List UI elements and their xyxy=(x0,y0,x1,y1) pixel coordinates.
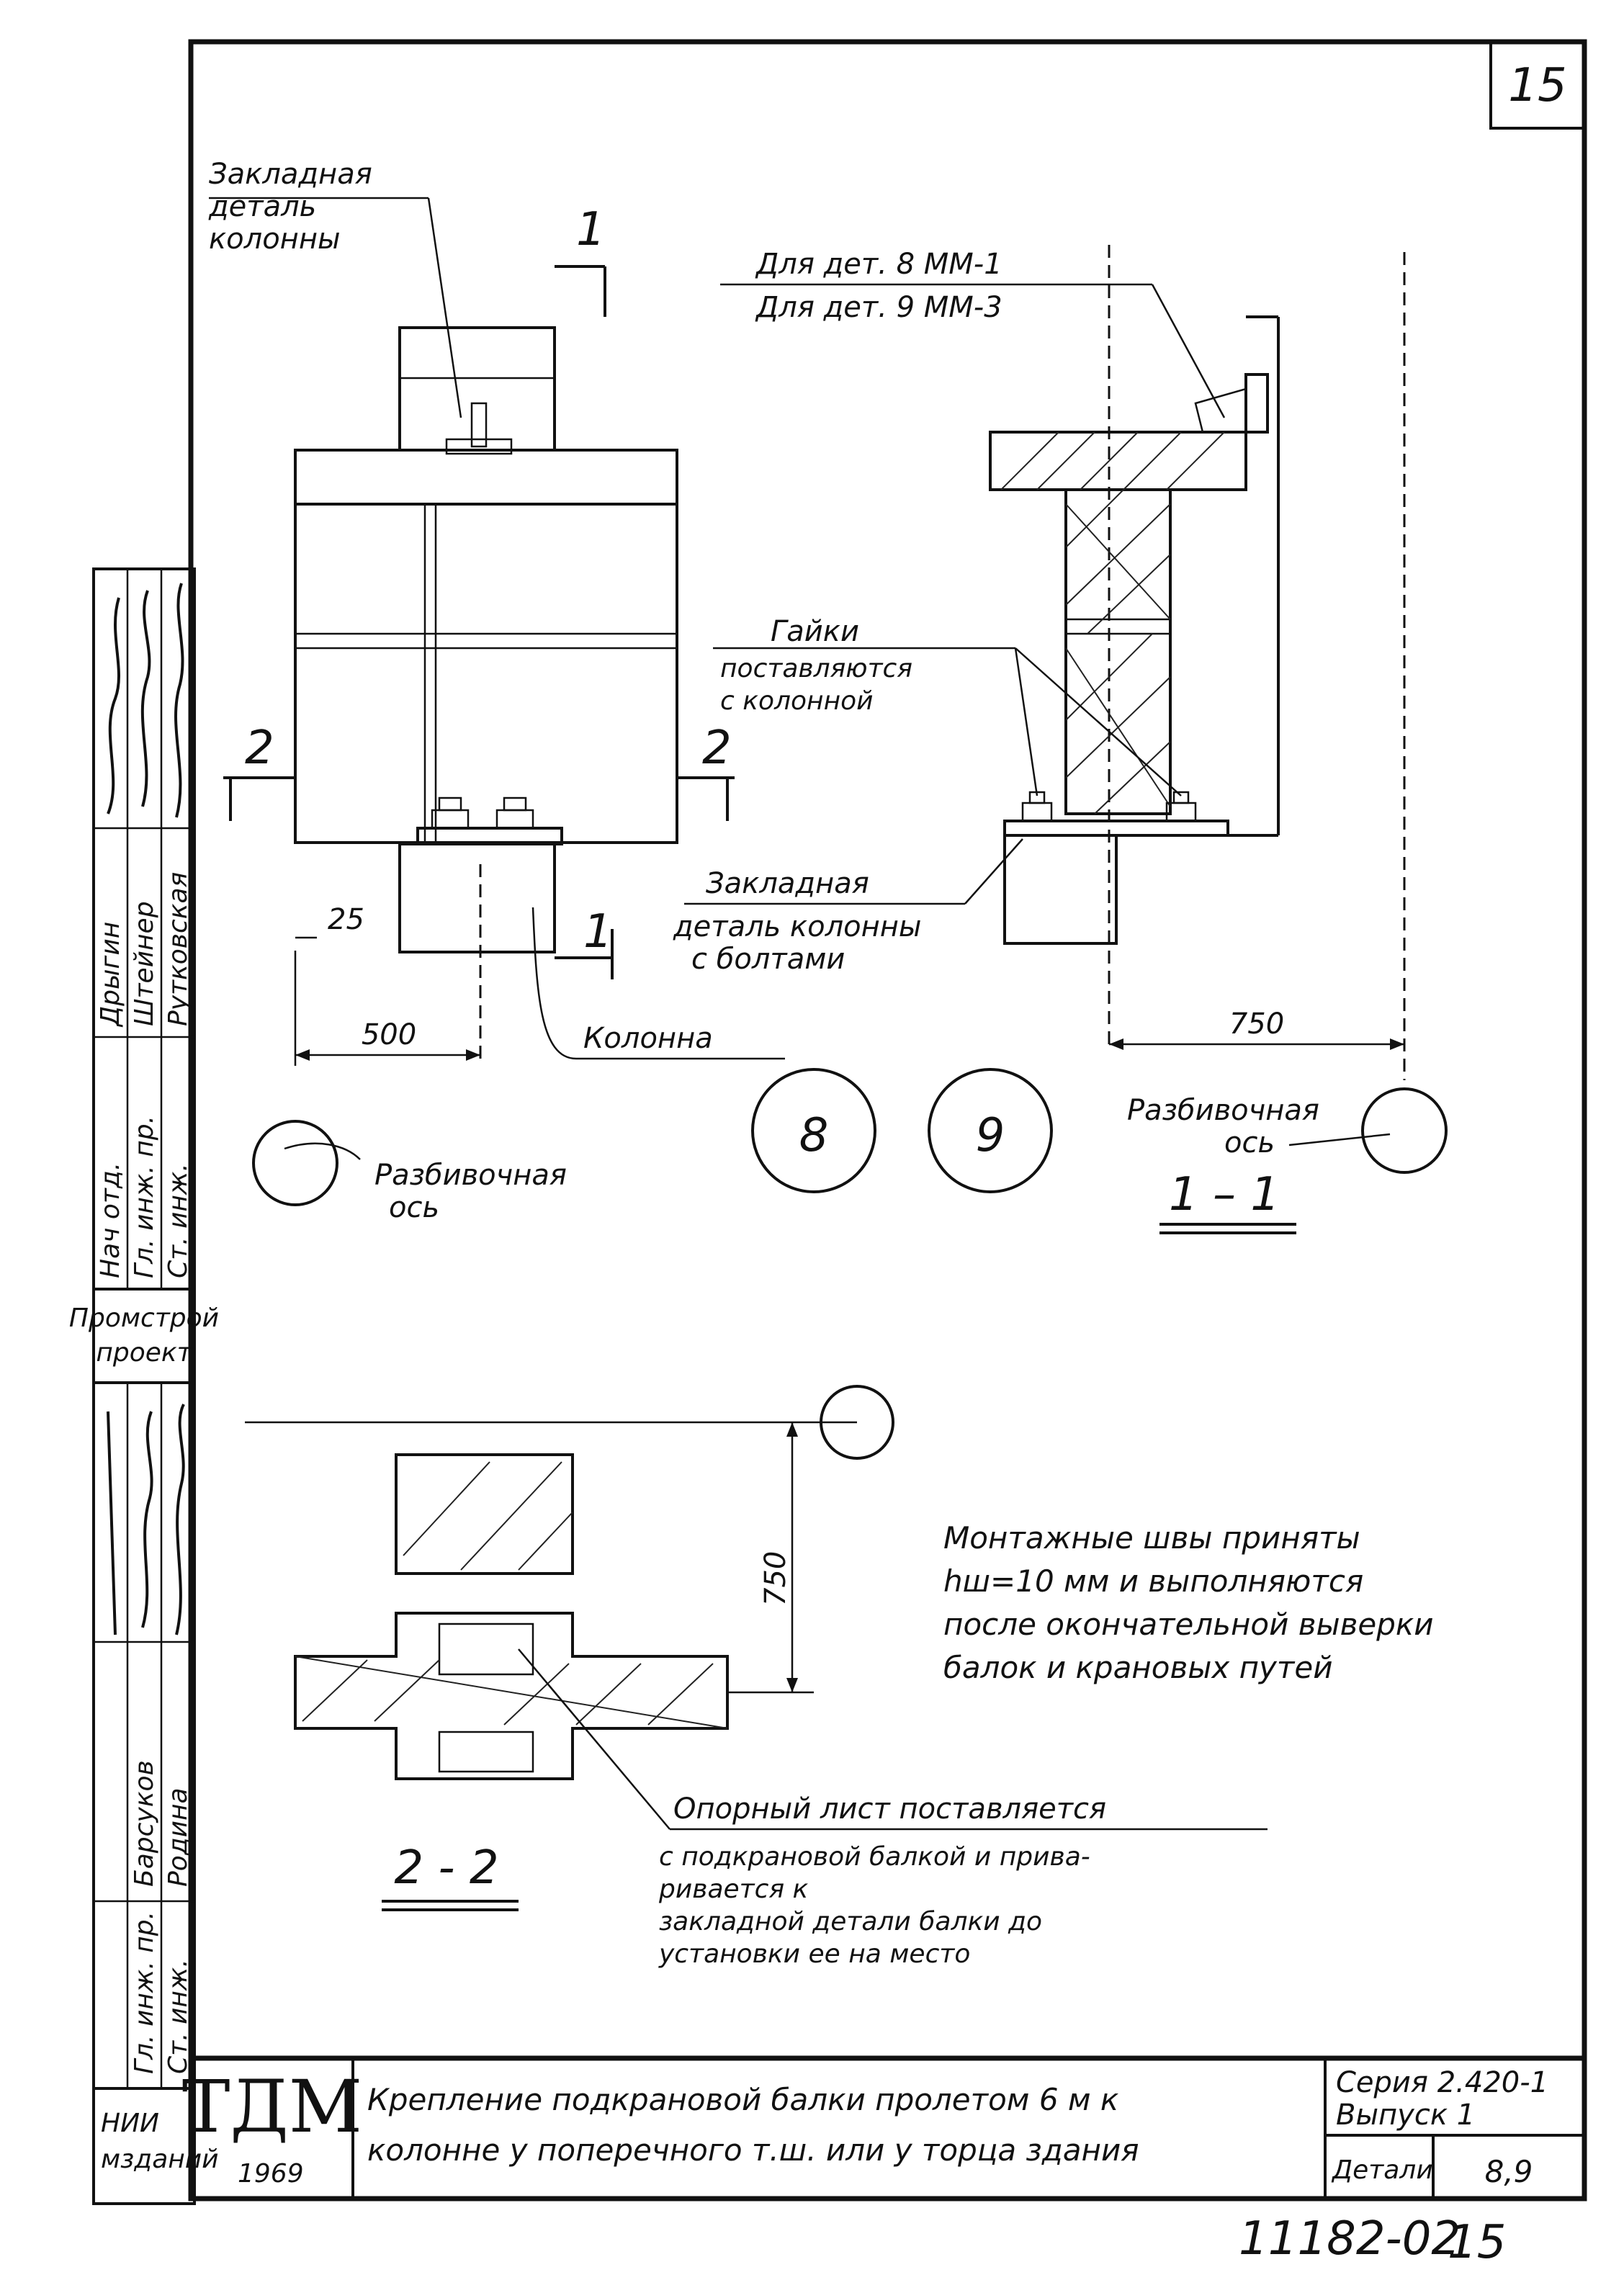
org-logo: ТДМ xyxy=(182,2065,362,2149)
front-axis-label-l2: ось xyxy=(389,1191,439,1224)
front-column-label: Колонна xyxy=(583,1022,713,1055)
plan-support-note-l2: с подкрановой балкой и прива- xyxy=(659,1842,1090,1872)
title-details-value: 8,9 xyxy=(1485,2154,1533,2189)
stamp-name-1: Дрыгин xyxy=(96,922,125,1028)
stamp-name-3: Рутковская xyxy=(163,872,193,1026)
stamp-inst-line1: НИИ xyxy=(101,2109,159,2138)
title-line-2: колонне у поперечного т.ш. или у торца з… xyxy=(367,2132,1139,2168)
doc-page: 15 xyxy=(1448,2216,1506,2269)
section-nuts-label-l3: с колонной xyxy=(720,686,874,716)
signatures-1 xyxy=(107,583,184,818)
front-embedded-label-l1: Закладная xyxy=(209,158,372,191)
stamp-role2-1: Гл. инж. пр. xyxy=(130,1911,159,2074)
stamp-role2-2: Ст. инж. xyxy=(163,1959,193,2074)
plan-support-note-l3: ривается к xyxy=(658,1875,809,1904)
front-section-mark-1-top: 1 xyxy=(576,203,606,256)
stamp-role-3: Ст. инж. xyxy=(163,1163,193,1278)
plan-dim-750: 750 xyxy=(759,1551,792,1606)
title-block: ТДМ 1969 Крепление подкрановой балки про… xyxy=(182,2055,1584,2199)
stamp-org-line1: Промстрой xyxy=(69,1303,219,1333)
front-dim-500: 500 xyxy=(362,1018,416,1051)
detail-markers: 8 9 xyxy=(751,1068,1053,1193)
stamp-name2-2: Родина xyxy=(163,1787,193,1887)
note-line-3: после окончательной выверки xyxy=(943,1607,1434,1642)
plan-support-note-l1: Опорный лист поставляется xyxy=(673,1792,1106,1826)
plan-support-note-l5: установки ее на место xyxy=(658,1939,970,1969)
note-line-2: hш=10 мм и выполняются xyxy=(943,1563,1363,1599)
front-section-mark-2-left: 2 xyxy=(245,722,274,775)
section-1-1-title: 1 – 1 xyxy=(1169,1168,1280,1221)
section-1-1-view: Для дет. 8 ММ-1 Для дет. 9 ММ-3 Гайки по… xyxy=(673,245,1448,1234)
section-2-2-title: 2 - 2 xyxy=(394,1841,498,1895)
title-series: Серия 2.420-1 xyxy=(1336,2066,1548,2099)
section-dim-750: 750 xyxy=(1229,1007,1284,1041)
section-nuts-label-l1: Гайки xyxy=(771,615,859,648)
note-line-1: Монтажные швы приняты xyxy=(943,1520,1360,1556)
stamp-inst-line2: мзданий xyxy=(101,2145,219,2174)
section-det9-label: Для дет. 9 ММ-3 xyxy=(755,291,1002,324)
front-elevation-view: 500 25 Закладная деталь колонны 1 1 2 2 … xyxy=(208,158,785,1224)
sheet-number-box: 15 xyxy=(1489,40,1586,130)
front-embedded-label-l3: колонны xyxy=(209,223,341,256)
note-line-4: балок и крановых путей xyxy=(943,1650,1333,1685)
detail-9-marker: 9 xyxy=(976,1109,1005,1162)
section-2-2-view: 750 2 - 2 Опорный лист поставляется с по… xyxy=(245,1385,1268,1969)
sheet-number: 15 xyxy=(1508,59,1566,112)
section-det8-label: Для дет. 8 ММ-1 xyxy=(755,248,1002,281)
general-notes: Монтажные швы приняты hш=10 мм и выполня… xyxy=(943,1520,1434,1685)
stamp-role-2: Гл. инж. пр. xyxy=(130,1116,159,1278)
drawing-frame xyxy=(188,39,1587,2202)
section-axis-label-l1: Разбивочная xyxy=(1127,1094,1319,1127)
section-embedded-label-l2: деталь колонны xyxy=(673,910,922,943)
stamp-name-2: Штейнер xyxy=(130,901,159,1026)
title-details-label: Детали xyxy=(1331,2155,1433,2185)
signatures-2 xyxy=(107,1404,185,1635)
front-dim-25: 25 xyxy=(328,903,364,936)
section-embedded-label-l1: Закладная xyxy=(706,867,869,900)
front-embedded-label-l2: деталь xyxy=(208,190,316,223)
plan-support-note-l4: закладной детали балки до xyxy=(659,1907,1042,1936)
stamp-name2-1: Барсуков xyxy=(130,1760,159,1887)
stamp-org-line2: проект xyxy=(96,1338,192,1368)
detail-8-marker: 8 xyxy=(799,1109,829,1162)
section-embedded-label-l3: с болтами xyxy=(691,943,845,976)
title-line-1: Крепление подкрановой балки пролетом 6 м… xyxy=(367,2082,1119,2117)
front-section-mark-2-right: 2 xyxy=(702,722,732,775)
stamp-role-1: Нач отд. xyxy=(96,1162,125,1278)
title-issue: Выпуск 1 xyxy=(1336,2099,1475,2132)
doc-code: 11182-02 xyxy=(1239,2212,1461,2266)
section-axis-label-l2: ось xyxy=(1224,1126,1275,1159)
title-year: 1969 xyxy=(238,2159,304,2189)
section-nuts-label-l2: поставляются xyxy=(720,654,912,683)
front-section-mark-1-bottom: 1 xyxy=(583,905,613,959)
left-stamp: Нач отд. Гл. инж. пр. Ст. инж. Дрыгин Шт… xyxy=(69,567,219,2205)
front-axis-label-l1: Разбивочная xyxy=(374,1159,567,1192)
